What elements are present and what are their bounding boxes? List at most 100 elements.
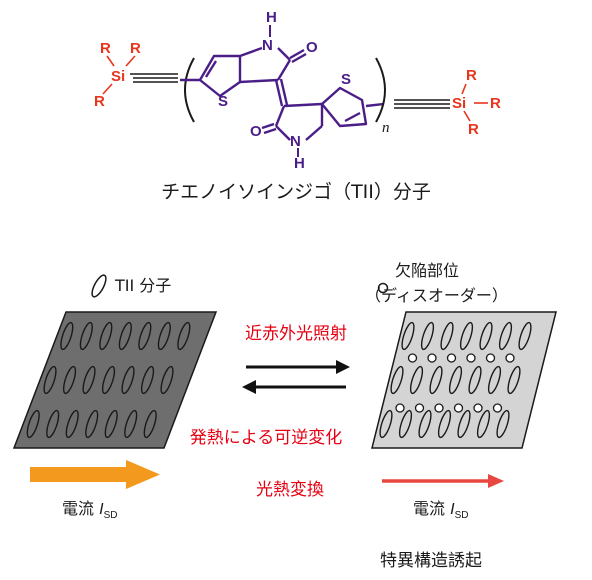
atom-r-bottom-left: R xyxy=(94,93,105,110)
defect-legend-label: 欠陥部位 xyxy=(395,261,459,280)
reverse-arrow xyxy=(242,380,346,394)
atom-s-right: S xyxy=(341,71,351,88)
forward-process-label: 近赤外光照射 xyxy=(245,324,347,344)
left-molecule-2-1 xyxy=(46,409,60,439)
forward-arrow xyxy=(246,360,350,374)
right-film-sheet xyxy=(371,311,557,449)
atom-n-bottom: N xyxy=(290,133,301,150)
right-current-label: 電流 ISD xyxy=(413,499,468,521)
atom-h-bottom: H xyxy=(294,155,305,172)
repeat-subscript-n: n xyxy=(382,120,390,136)
defect-0-0 xyxy=(407,353,418,363)
right-molecule-0-2 xyxy=(440,321,454,351)
atom-o-bottom: O xyxy=(250,123,262,140)
left-film xyxy=(12,311,218,449)
right-film xyxy=(371,311,557,449)
left-molecule-0-0 xyxy=(60,321,74,351)
right-molecule-2-0 xyxy=(379,409,393,439)
atom-r-right-mid: R xyxy=(490,95,501,112)
left-molecule-1-4 xyxy=(121,365,135,395)
left-molecule-0-5 xyxy=(157,321,171,351)
defect-0-5 xyxy=(505,353,515,363)
right-molecule-1-4 xyxy=(468,365,482,395)
defect-1-4 xyxy=(473,403,483,413)
right-molecule-0-1 xyxy=(420,321,435,351)
atom-n-top: N xyxy=(262,37,273,54)
left-molecule-2-5 xyxy=(124,409,138,439)
left-molecule-0-3 xyxy=(118,321,132,351)
left-molecule-2-2 xyxy=(65,409,79,439)
left-molecule-2-6 xyxy=(143,409,157,439)
left-molecule-2-3 xyxy=(85,409,99,439)
left-molecule-2-0 xyxy=(26,409,40,439)
molecule-structure: R R Si R xyxy=(94,9,501,172)
right-molecule-2-3 xyxy=(437,409,452,439)
tii-core-bonds xyxy=(180,46,385,141)
left-molecule-0-6 xyxy=(177,321,191,351)
bracket-left xyxy=(184,57,195,123)
alkyne-left xyxy=(130,73,178,83)
atom-si-left: Si xyxy=(111,68,125,85)
defect-1-2 xyxy=(434,403,444,413)
left-current-arrow xyxy=(30,460,160,489)
right-molecule-1-6 xyxy=(507,365,521,395)
right-molecule-1-2 xyxy=(429,365,443,395)
conversion-label: 光熱変換 xyxy=(256,480,324,500)
right-molecule-1-3 xyxy=(448,365,463,395)
right-molecule-1-1 xyxy=(409,365,424,395)
defect-0-4 xyxy=(485,353,496,363)
right-molecule-0-0 xyxy=(401,321,415,351)
molecule-caption: チエノイソインジゴ（TII）分子 xyxy=(161,181,431,203)
right-current-arrow xyxy=(382,474,504,488)
defect-0-1 xyxy=(427,353,437,363)
atom-s-left: S xyxy=(218,93,228,110)
atom-si-right: Si xyxy=(452,95,466,112)
right-film-defects xyxy=(395,353,515,413)
left-molecule-2-4 xyxy=(104,409,118,439)
alkyne-right xyxy=(394,99,450,109)
atom-r-top-right: R xyxy=(130,40,141,57)
left-molecule-1-3 xyxy=(101,365,116,395)
right-molecule-1-5 xyxy=(487,365,502,395)
left-molecule-1-5 xyxy=(140,365,155,395)
defect-1-5 xyxy=(492,403,503,413)
defect-0-3 xyxy=(466,353,476,363)
defect-1-1 xyxy=(414,403,425,413)
tii-legend-label: TII 分子 xyxy=(114,276,171,295)
atom-r-right-bottom: R xyxy=(468,121,479,138)
left-molecule-1-6 xyxy=(160,365,174,395)
defect-legend-sublabel: （ディスオーダー） xyxy=(365,286,508,305)
atom-o-top: O xyxy=(306,39,318,56)
left-current-label: 電流 ISD xyxy=(62,499,117,521)
right-molecule-1-0 xyxy=(390,365,404,395)
right-molecule-2-5 xyxy=(476,409,491,439)
left-molecule-0-4 xyxy=(138,321,152,351)
left-molecule-1-0 xyxy=(43,365,57,395)
defect-1-3 xyxy=(453,403,464,413)
left-molecule-1-1 xyxy=(62,365,77,395)
silyl-left-bonds xyxy=(102,55,136,95)
right-molecule-0-4 xyxy=(479,321,493,351)
right-molecule-2-1 xyxy=(398,409,413,439)
right-molecule-0-3 xyxy=(459,321,474,351)
atom-r-top-left: R xyxy=(100,40,111,57)
right-molecule-2-2 xyxy=(418,409,432,439)
reverse-process-label: 発熱による可逆変化 xyxy=(190,428,343,448)
atom-h-top: H xyxy=(266,9,277,26)
atom-r-right-top: R xyxy=(466,67,477,84)
right-molecule-0-6 xyxy=(518,321,532,351)
right-molecule-2-6 xyxy=(496,409,510,439)
left-film-molecules xyxy=(26,321,191,439)
right-molecule-2-4 xyxy=(457,409,471,439)
defect-legend-glyph xyxy=(377,282,389,294)
tii-legend-glyph xyxy=(91,274,107,298)
right-molecule-0-5 xyxy=(498,321,513,351)
left-molecule-0-2 xyxy=(99,321,113,351)
right-film-molecules xyxy=(379,321,532,439)
defect-1-0 xyxy=(395,403,405,413)
left-molecule-1-2 xyxy=(82,365,96,395)
silyl-right-bonds xyxy=(461,83,488,122)
left-molecule-0-1 xyxy=(79,321,93,351)
bracket-right xyxy=(375,57,386,123)
